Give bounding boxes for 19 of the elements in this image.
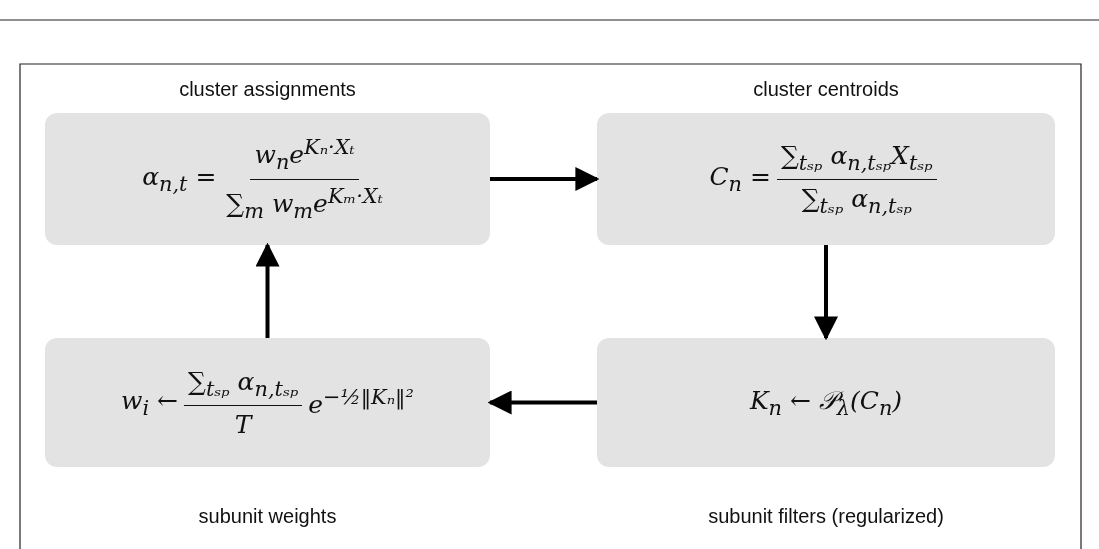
arrow xyxy=(490,167,600,191)
formula-lhs: w$_{i}$ ← xyxy=(121,385,179,420)
arrow xyxy=(255,242,280,338)
fraction-denominator: ∑$_{m}$ w$_{m}$e$^{Kₘ·Xₜ}$ xyxy=(225,182,384,223)
fraction-numerator: ∑$_{tₛₚ}$ α$_{n,tₛₚ}$ xyxy=(184,366,303,406)
fraction-denominator: T xyxy=(233,408,254,439)
fraction-denominator: ∑$_{tₛₚ}$ α$_{n,tₛₚ}$ xyxy=(800,182,913,218)
box-heading: cluster assignments xyxy=(178,78,357,101)
fraction-numerator: w$_{n}$e$^{Kₙ·Xₜ}$ xyxy=(250,135,359,180)
formula-lhs: α$_{n,t}$ = xyxy=(142,162,217,196)
arrow xyxy=(814,245,838,341)
box-heading: subunit weights xyxy=(197,505,338,528)
box-heading: cluster centroids xyxy=(752,78,900,101)
box-heading: subunit filters (regularized) xyxy=(707,505,945,528)
exponent-factor: e$^{−½‖Kₙ‖²}$ xyxy=(308,385,414,420)
fraction-numerator: ∑$_{tₛₚ}$ α$_{n,tₛₚ}$X$_{tₛₚ}$ xyxy=(776,140,937,180)
formula-text: K$_{n}$ ← 𝒫$_{λ}$(C$_{n}$) xyxy=(749,385,903,420)
formula-lhs: C$_{n}$ = xyxy=(709,162,771,196)
arrow xyxy=(487,390,597,415)
